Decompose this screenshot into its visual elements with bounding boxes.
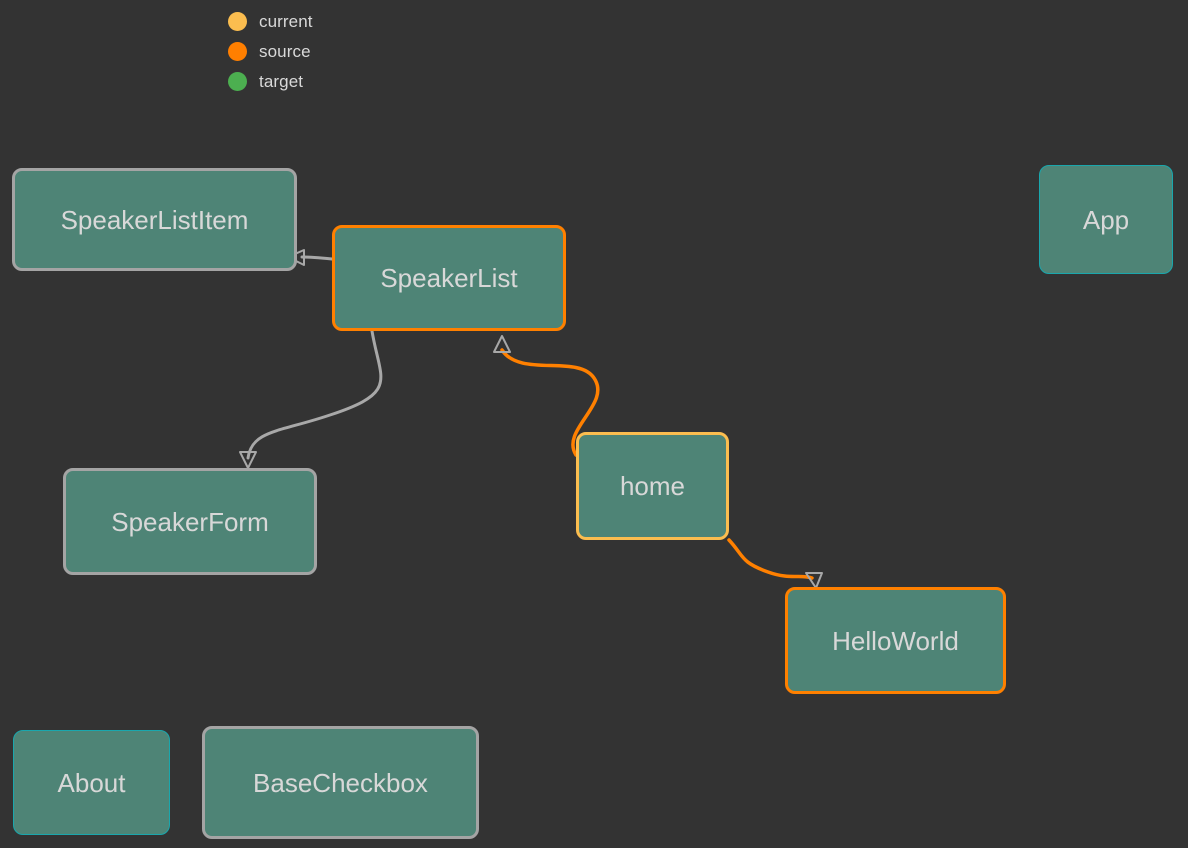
- arrowhead-helloworld: [805, 572, 823, 589]
- node-speakerlistitem[interactable]: SpeakerListItem: [12, 168, 297, 271]
- edge-home-to-helloworld: [727, 538, 814, 580]
- legend-label-current: current: [259, 11, 313, 31]
- node-label: SpeakerListItem: [60, 204, 249, 235]
- node-label: SpeakerList: [380, 263, 518, 293]
- edge-speakerlist-to-speakerform: [246, 329, 383, 460]
- target-color-dot: [228, 71, 247, 91]
- node-about[interactable]: About: [13, 730, 170, 835]
- legend: current source target: [228, 6, 488, 96]
- edge-speakerlist-to-speakerlistitem: [300, 255, 334, 261]
- arrowhead-speakerform: [239, 451, 257, 469]
- current-color-dot: [228, 11, 247, 31]
- legend-item-target: target: [228, 66, 488, 96]
- node-app[interactable]: App: [1039, 165, 1173, 274]
- source-color-dot: [228, 41, 247, 61]
- legend-label-source: source: [259, 41, 311, 61]
- node-speakerform[interactable]: SpeakerForm: [63, 468, 317, 575]
- node-label: home: [619, 471, 686, 501]
- legend-label-target: target: [259, 71, 304, 91]
- node-label: HelloWorld: [832, 625, 959, 656]
- node-label: BaseCheckbox: [253, 767, 428, 798]
- arrowhead-speakerlist: [493, 335, 511, 353]
- legend-item-current: current: [228, 6, 488, 36]
- node-home[interactable]: home: [576, 432, 729, 540]
- node-helloworld[interactable]: HelloWorld: [785, 587, 1006, 694]
- node-basecheckbox[interactable]: BaseCheckbox: [202, 726, 479, 839]
- node-label: About: [57, 767, 126, 798]
- legend-item-source: source: [228, 36, 488, 66]
- node-label: SpeakerForm: [111, 506, 269, 537]
- node-label: App: [1082, 204, 1130, 235]
- node-speakerlist[interactable]: SpeakerList: [332, 225, 566, 331]
